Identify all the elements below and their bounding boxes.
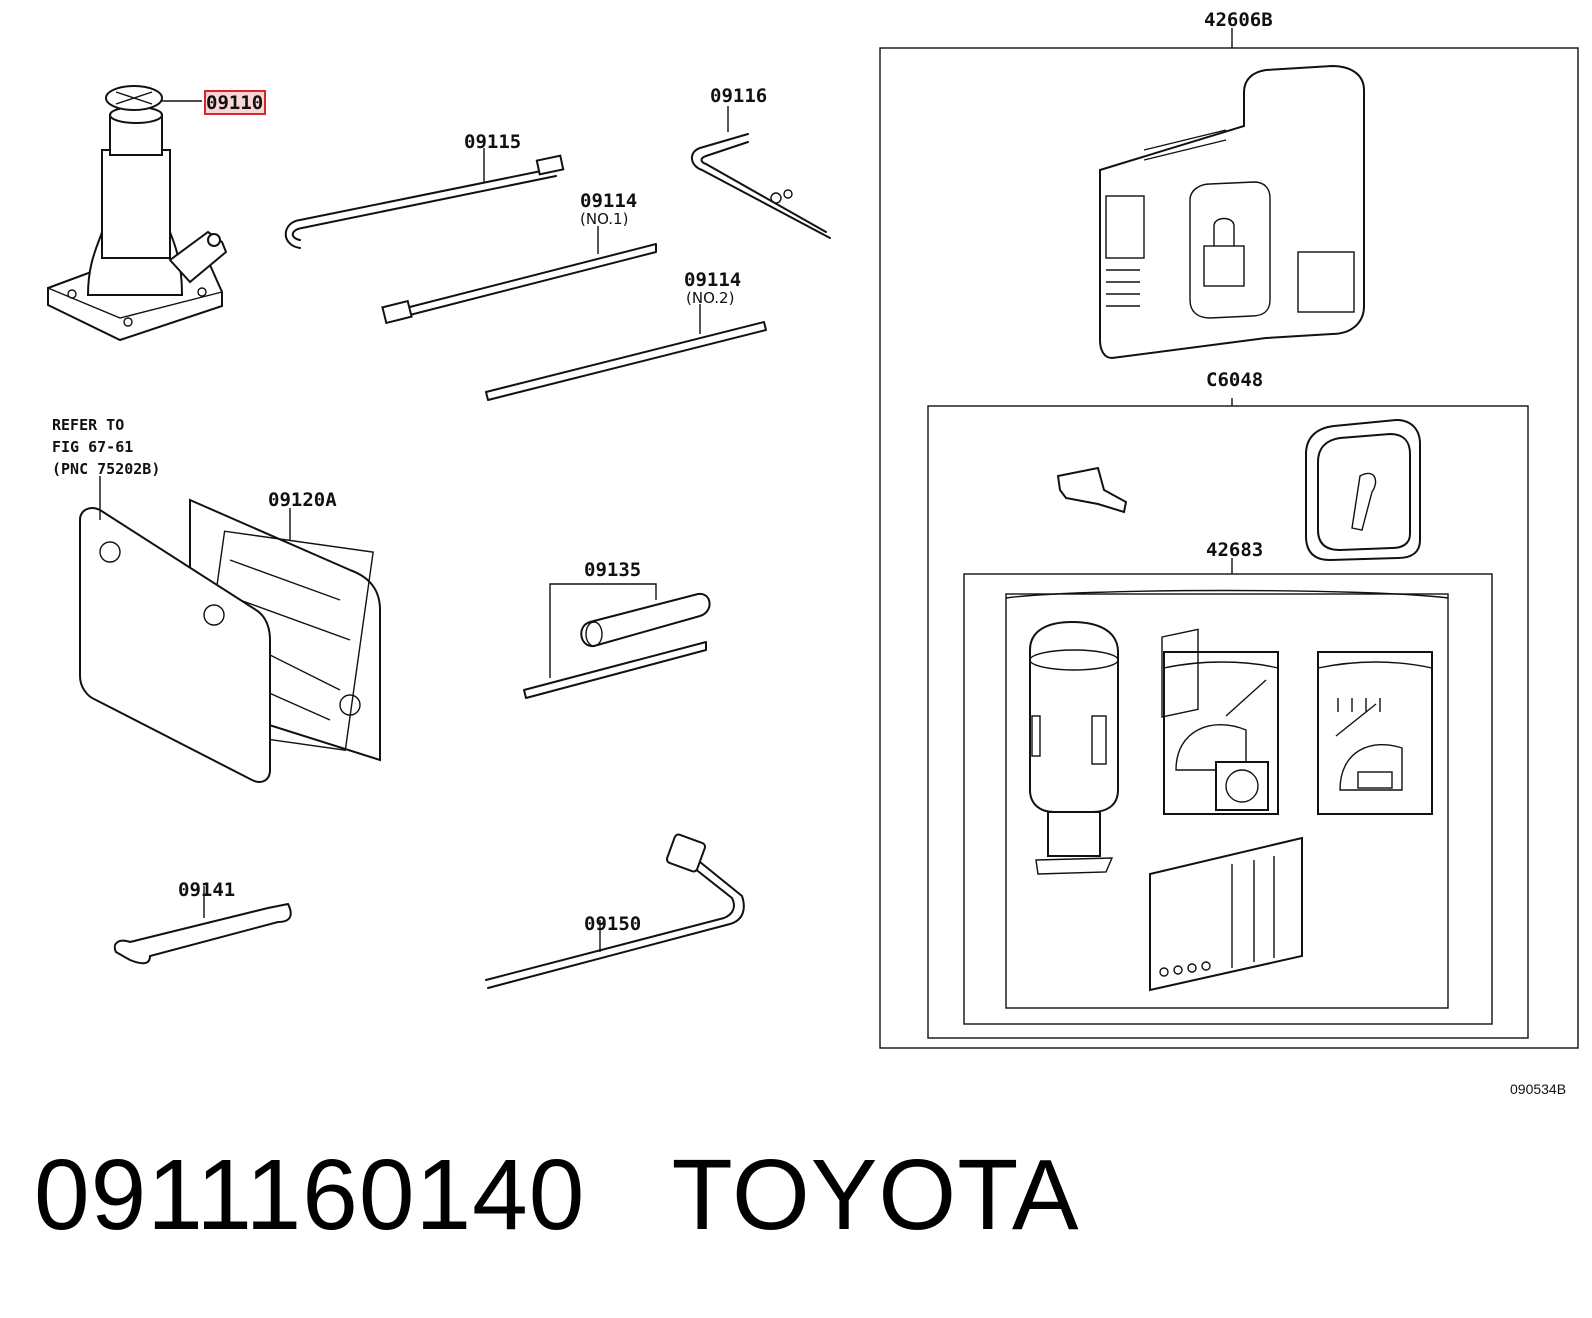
label-kit-inner[interactable]: 42683 [1206,539,1263,561]
wrench-illustration [113,886,292,965]
label-jack-handle[interactable]: 09115 [464,131,521,153]
tool-bag-illustration [79,476,381,783]
brand-name: TOYOTA [671,1139,1080,1251]
refer-note-line3: (PNC 75202B) [52,460,160,478]
label-handle-no2-sub: (NO.2) [686,289,734,307]
label-jack[interactable]: 09110 [206,92,263,114]
label-tool-bag[interactable]: 09120A [268,489,337,511]
highlight-box [204,90,266,115]
caption: 0911160140 TOYOTA [34,1140,1080,1250]
parts-diagram: 09110 09115 09114 (NO.1) 09114 (NO.2) 09… [47,9,1579,1097]
label-handle-no1[interactable]: 09114 [580,190,637,212]
label-kit-sub[interactable]: C6048 [1206,369,1263,391]
label-repair-kit[interactable]: 42606B [1204,9,1273,31]
repair-kit-box [879,28,1579,1049]
handle-no1-illustration [381,226,657,325]
refer-note-line2: FIG 67-61 [52,438,133,456]
label-handle-no1-sub: (NO.1) [580,210,628,228]
label-handle-hook[interactable]: 09116 [710,85,767,107]
wheel-wrench-illustration [485,833,745,989]
screwdriver-illustration [523,583,711,699]
part-number: 0911160140 [34,1139,586,1251]
label-wrench[interactable]: 09141 [178,879,235,901]
jack-illustration [47,85,228,342]
handle-no2-illustration [485,304,767,401]
figure-code: 090534B [1510,1081,1566,1097]
handle-hook-illustration [691,106,831,239]
jack-handle-illustration [284,148,565,249]
label-wheel-wrench[interactable]: 09150 [584,913,641,935]
refer-note-line1: REFER TO [52,416,124,434]
label-handle-no2[interactable]: 09114 [684,269,741,291]
label-screwdriver[interactable]: 09135 [584,559,641,581]
